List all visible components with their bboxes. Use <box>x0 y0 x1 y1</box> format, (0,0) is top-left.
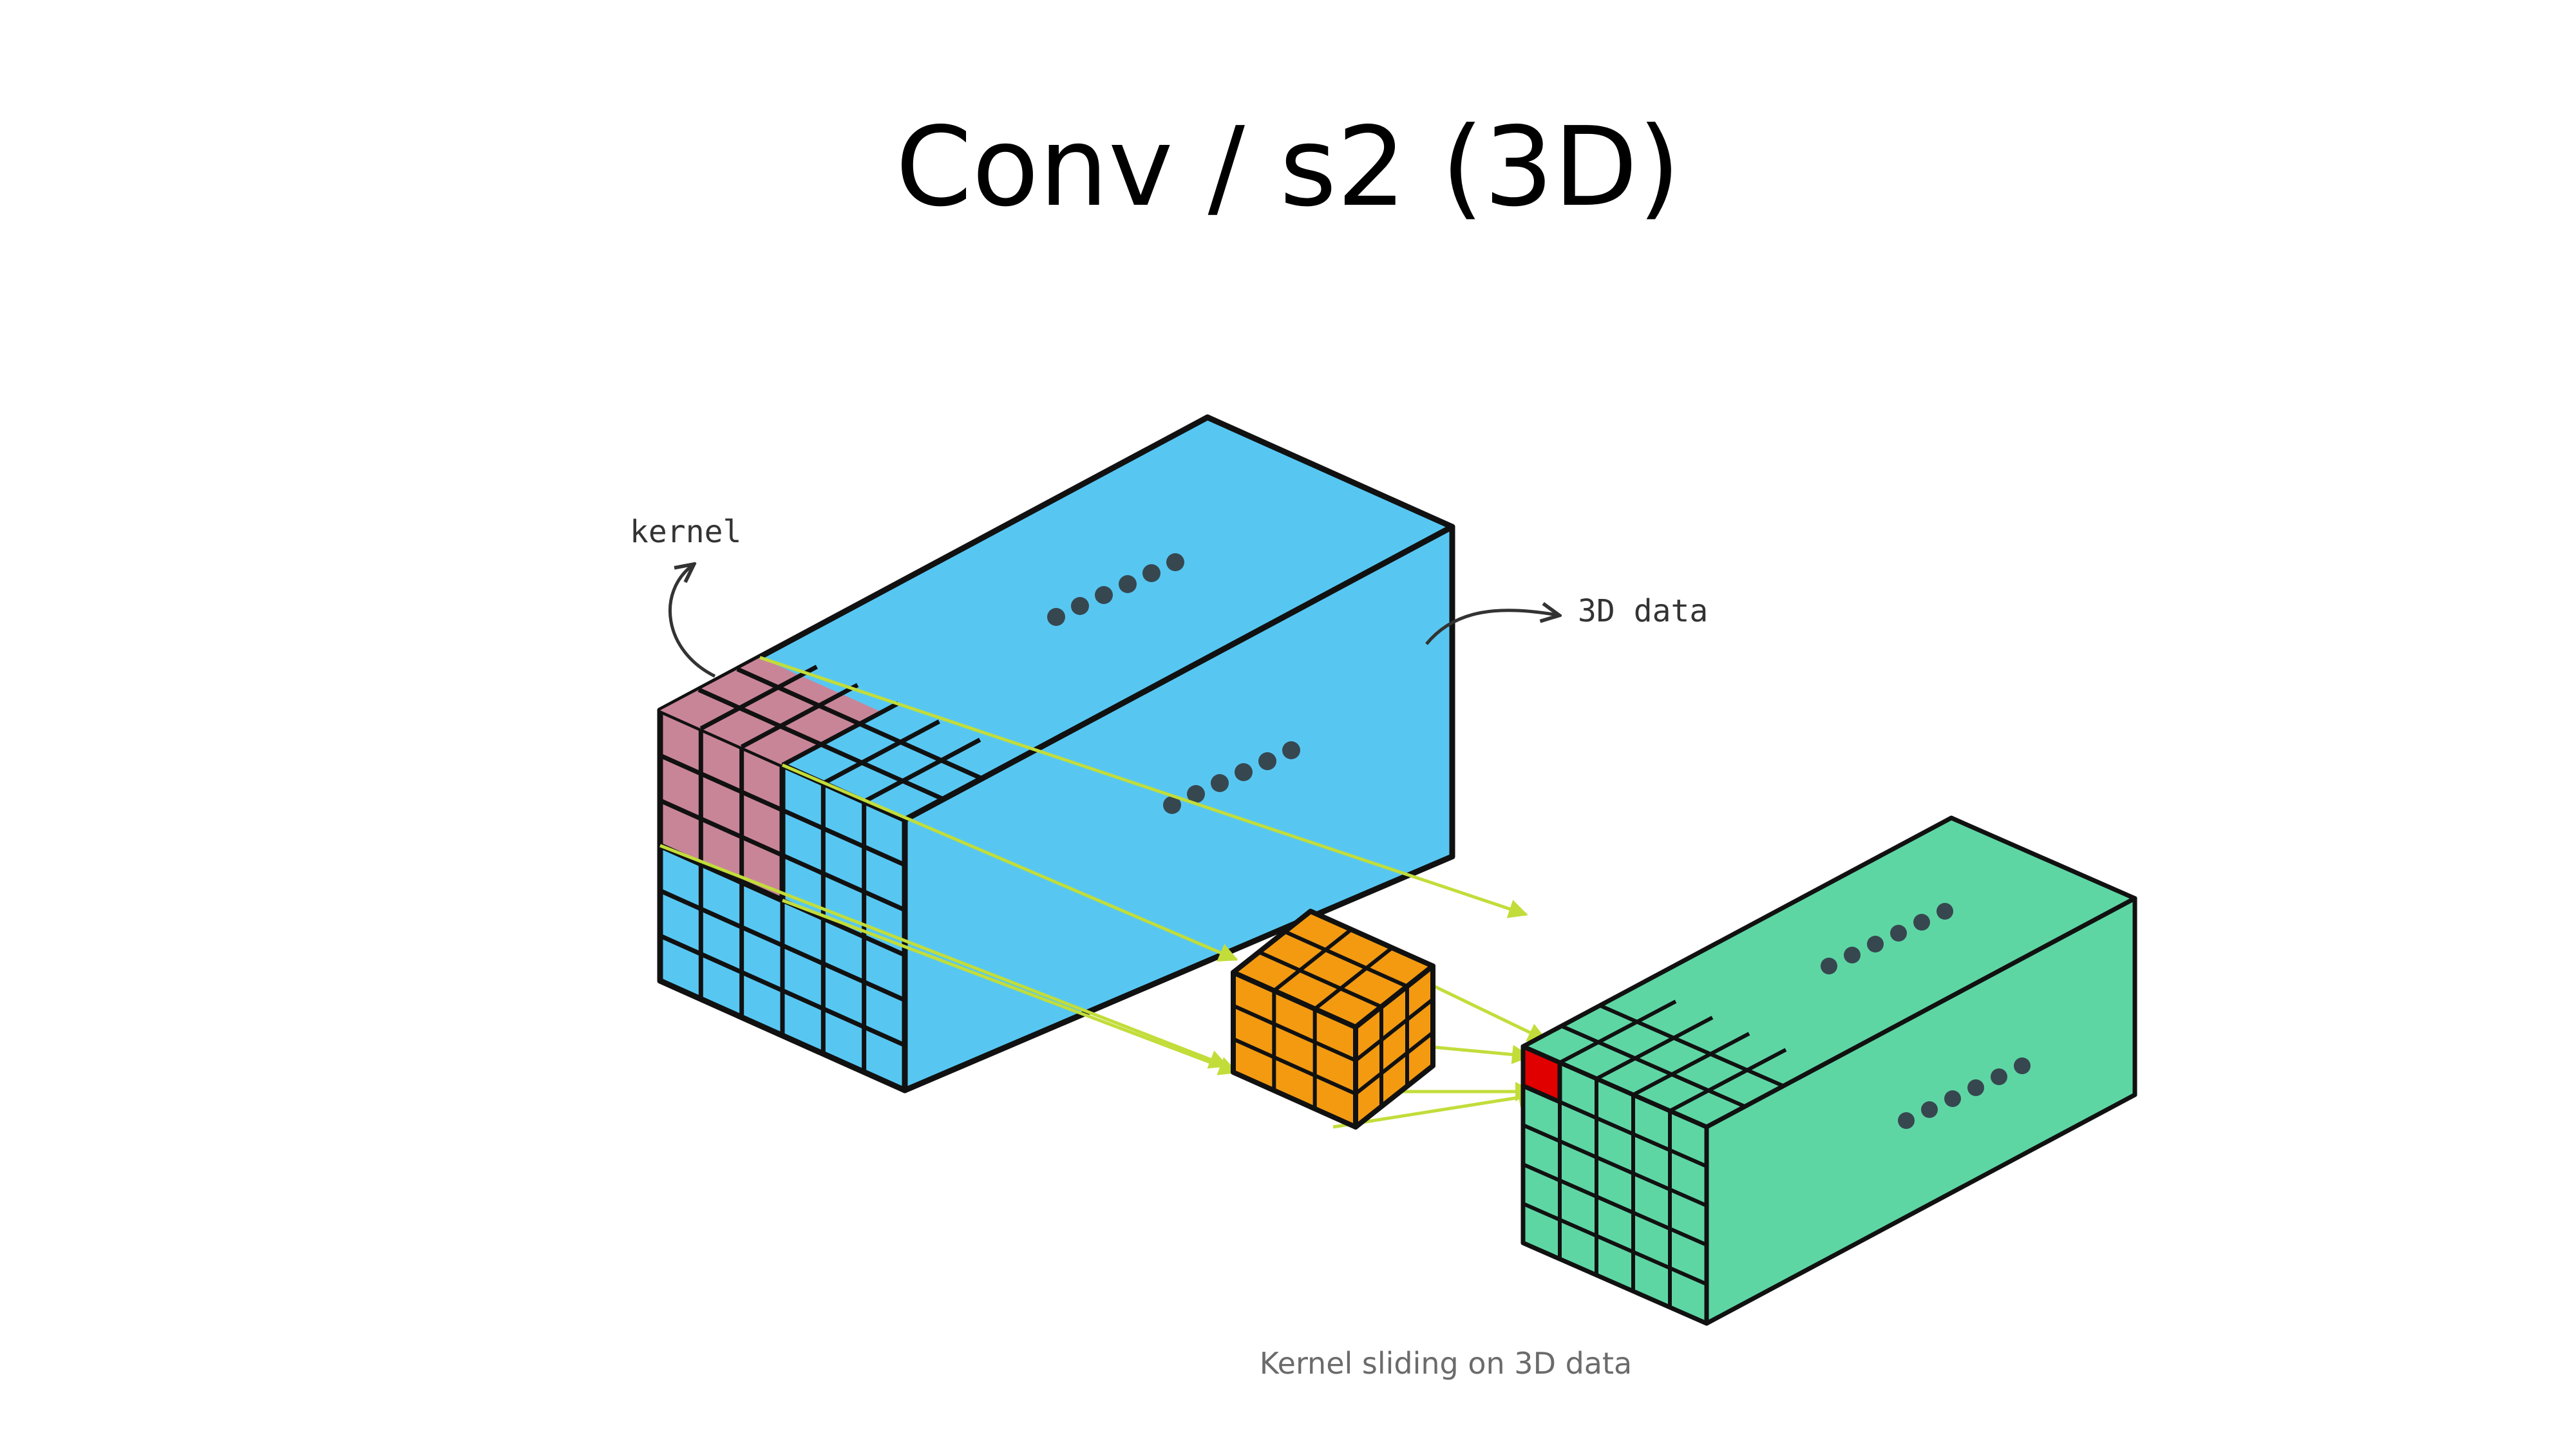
grid-line <box>863 737 981 804</box>
grid-line <box>1273 927 1353 992</box>
grid-line <box>659 753 906 867</box>
grid-line <box>1522 1162 1708 1247</box>
slide-title: Conv / s2 (3D) <box>895 104 1681 231</box>
kernel-label: kernel <box>630 514 741 550</box>
grid-line <box>1669 1048 1787 1113</box>
grid-line <box>1354 998 1434 1063</box>
grid-line <box>781 701 900 768</box>
grid-line <box>1522 1123 1708 1208</box>
input-grid <box>659 665 983 1072</box>
grid-line <box>1522 1202 1708 1286</box>
grid-line <box>1595 1016 1714 1081</box>
output-grid <box>1522 999 1787 1307</box>
grid-line <box>1283 929 1408 989</box>
grid-line <box>1599 1003 1785 1088</box>
grid-line <box>822 719 940 786</box>
grid-line <box>697 687 945 802</box>
grid-line <box>1522 1084 1708 1168</box>
kernel-grid <box>1232 927 1434 1109</box>
grid-line <box>659 933 906 1048</box>
grid-line <box>1313 946 1394 1011</box>
grid-line <box>699 665 818 731</box>
ellipsis-dots-icon <box>1047 553 1300 814</box>
grid-line <box>1558 999 1677 1065</box>
grid-line <box>1560 1024 1747 1109</box>
curved-arrow-icon <box>1425 611 1557 645</box>
curved-arrow-icon <box>668 565 716 678</box>
grid-line <box>1232 1003 1357 1063</box>
projection-arrows <box>659 656 1548 1129</box>
kernel-region-top <box>660 658 882 765</box>
grid-line <box>1632 1032 1750 1097</box>
grid-line <box>659 798 906 913</box>
data3d-label: 3D data <box>1578 593 1708 629</box>
diagram-caption: Kernel sliding on 3D data <box>1259 1346 1633 1381</box>
grid-line <box>1232 1037 1357 1096</box>
grid-line <box>1258 950 1383 1009</box>
grid-line <box>741 683 859 749</box>
grid-line <box>1354 1030 1434 1095</box>
grid-line <box>736 667 983 781</box>
ellipsis-dots-icon <box>1821 903 2031 1129</box>
grid-line <box>659 888 906 1003</box>
